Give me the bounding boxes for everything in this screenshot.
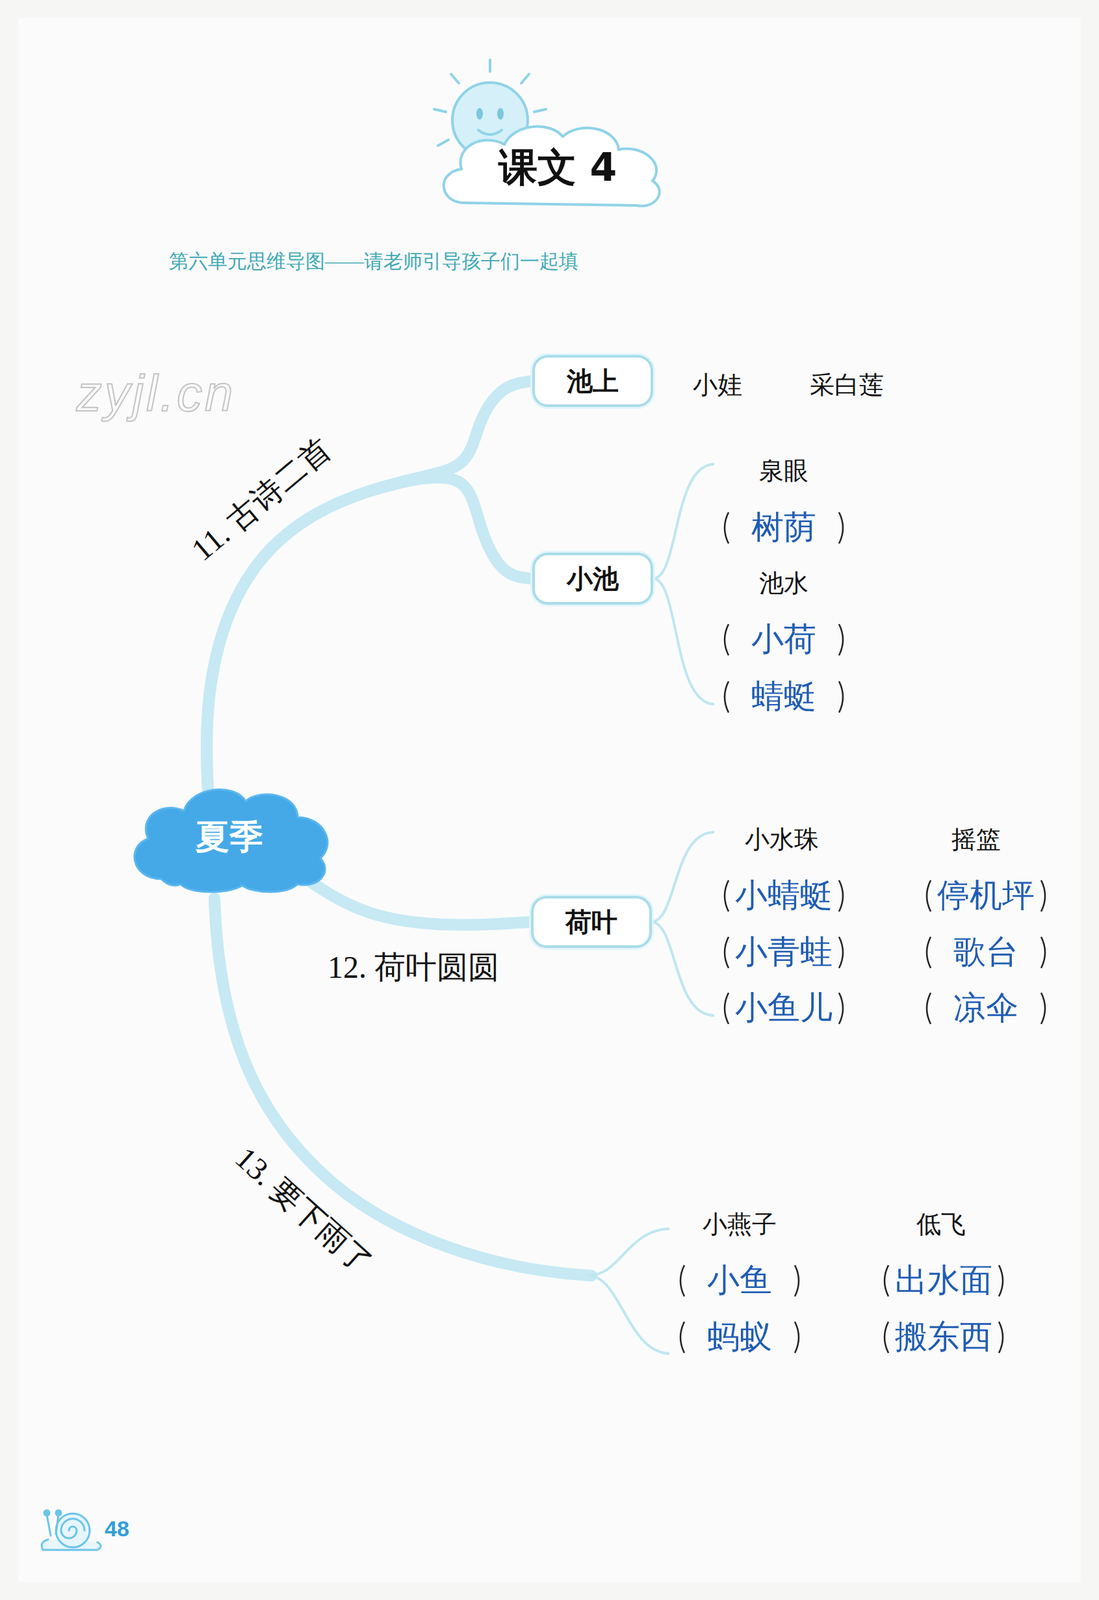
answer-word: 凉伞 (953, 989, 1019, 1027)
node-text: 小池 (566, 563, 619, 594)
cloud-outline (134, 788, 328, 892)
decor-stroke (534, 109, 546, 112)
branch-title: 12. 荷叶圆圆 (327, 948, 500, 985)
keyword: 小水珠 (744, 825, 819, 854)
paren-stroke (1041, 992, 1046, 1024)
topic-box: 池上 (532, 354, 654, 407)
answer-word: 树荫 (751, 508, 817, 547)
decor-stroke (478, 129, 502, 135)
keyword: 泉眼 (759, 456, 809, 486)
decor-stroke (55, 1509, 62, 1515)
answer-word: 搬东西 (894, 1318, 993, 1356)
branch-connector (206, 380, 533, 793)
decor-stroke (497, 107, 504, 120)
decor-stroke (451, 74, 459, 84)
paren-stroke (794, 1264, 799, 1296)
decor-stroke (46, 1514, 51, 1536)
page-number: 48 (104, 1515, 130, 1541)
watermark: zyjl.cn (76, 364, 236, 424)
decor-stroke (476, 107, 483, 120)
keyword: 低飞 (916, 1210, 966, 1239)
page-title: 课文 4 (498, 141, 618, 195)
paren-stroke (839, 992, 843, 1024)
subtitle-note: 第六单元思维导图——请老师引导孩子们一起填 (168, 250, 579, 273)
decor-stroke (434, 109, 446, 112)
answer-word: 小鱼儿 (735, 989, 833, 1027)
title-cloud (443, 126, 660, 207)
paren-stroke (1041, 879, 1046, 912)
branch-connector (298, 872, 531, 925)
paren-stroke (1041, 936, 1046, 968)
paren-stroke (998, 1321, 1003, 1353)
node-text: 池上 (566, 365, 619, 396)
answer-word: 出水面 (894, 1261, 993, 1300)
paren-stroke (839, 512, 843, 544)
season-cloud: 夏季 (122, 781, 337, 894)
paren-stroke (839, 936, 843, 968)
paren-stroke (884, 1321, 889, 1353)
branch-title: 11. 古诗二首 (184, 430, 338, 569)
keyword: 摇篮 (951, 825, 1001, 854)
paren-stroke (839, 879, 843, 912)
decor-stroke (55, 1514, 59, 1534)
decor-stroke (438, 139, 449, 146)
answer-word: 蜻蜓 (751, 677, 817, 716)
paren-stroke (839, 623, 843, 656)
answer-word: 小荷 (751, 620, 817, 659)
decor-stroke (44, 1509, 50, 1515)
paren-stroke (884, 1264, 889, 1296)
answer-word: 停机坪 (937, 876, 1035, 915)
paren-stroke (680, 1264, 685, 1296)
paren-stroke (680, 1321, 685, 1353)
snail-icon (41, 1509, 101, 1550)
branch-title: 13. 要下雨了 (228, 1139, 380, 1281)
answer-word: 歌台 (953, 933, 1019, 971)
decor-stroke (488, 59, 492, 72)
paren-stroke (724, 879, 729, 912)
paren-stroke (926, 936, 931, 968)
decor-stroke (653, 464, 715, 704)
keyword: 采白莲 (809, 371, 884, 400)
decor-stroke (61, 1518, 85, 1538)
paren-stroke (839, 681, 843, 713)
paren-stroke (998, 1264, 1003, 1296)
branch-curve (214, 898, 592, 1276)
paren-stroke (926, 879, 931, 912)
node-text: 荷叶 (565, 906, 618, 937)
paren-stroke (794, 1321, 799, 1353)
answer-word: 蚂蚁 (707, 1318, 773, 1356)
keyword: 池水 (759, 569, 809, 598)
topic-box: 荷叶 (530, 895, 652, 948)
decor-stroke (588, 1228, 670, 1354)
node-text: 夏季 (195, 817, 264, 857)
decor-stroke (55, 1512, 90, 1547)
topic-box: 小池 (532, 552, 654, 605)
decor-stroke (521, 74, 530, 84)
answer-word: 小鱼 (707, 1261, 773, 1300)
keyword: 小燕子 (702, 1210, 777, 1239)
paren-stroke (926, 992, 931, 1024)
paren-group (680, 512, 1046, 1353)
paren-stroke (724, 623, 729, 656)
keyword: 小娃 (692, 371, 743, 400)
paren-stroke (724, 992, 729, 1024)
decor-stroke (651, 831, 715, 1016)
answer-word: 小蜻蜓 (735, 876, 833, 915)
paren-stroke (724, 681, 729, 713)
paren-stroke (724, 512, 729, 544)
paren-stroke (724, 936, 729, 968)
answer-word: 小青蛙 (735, 933, 833, 971)
